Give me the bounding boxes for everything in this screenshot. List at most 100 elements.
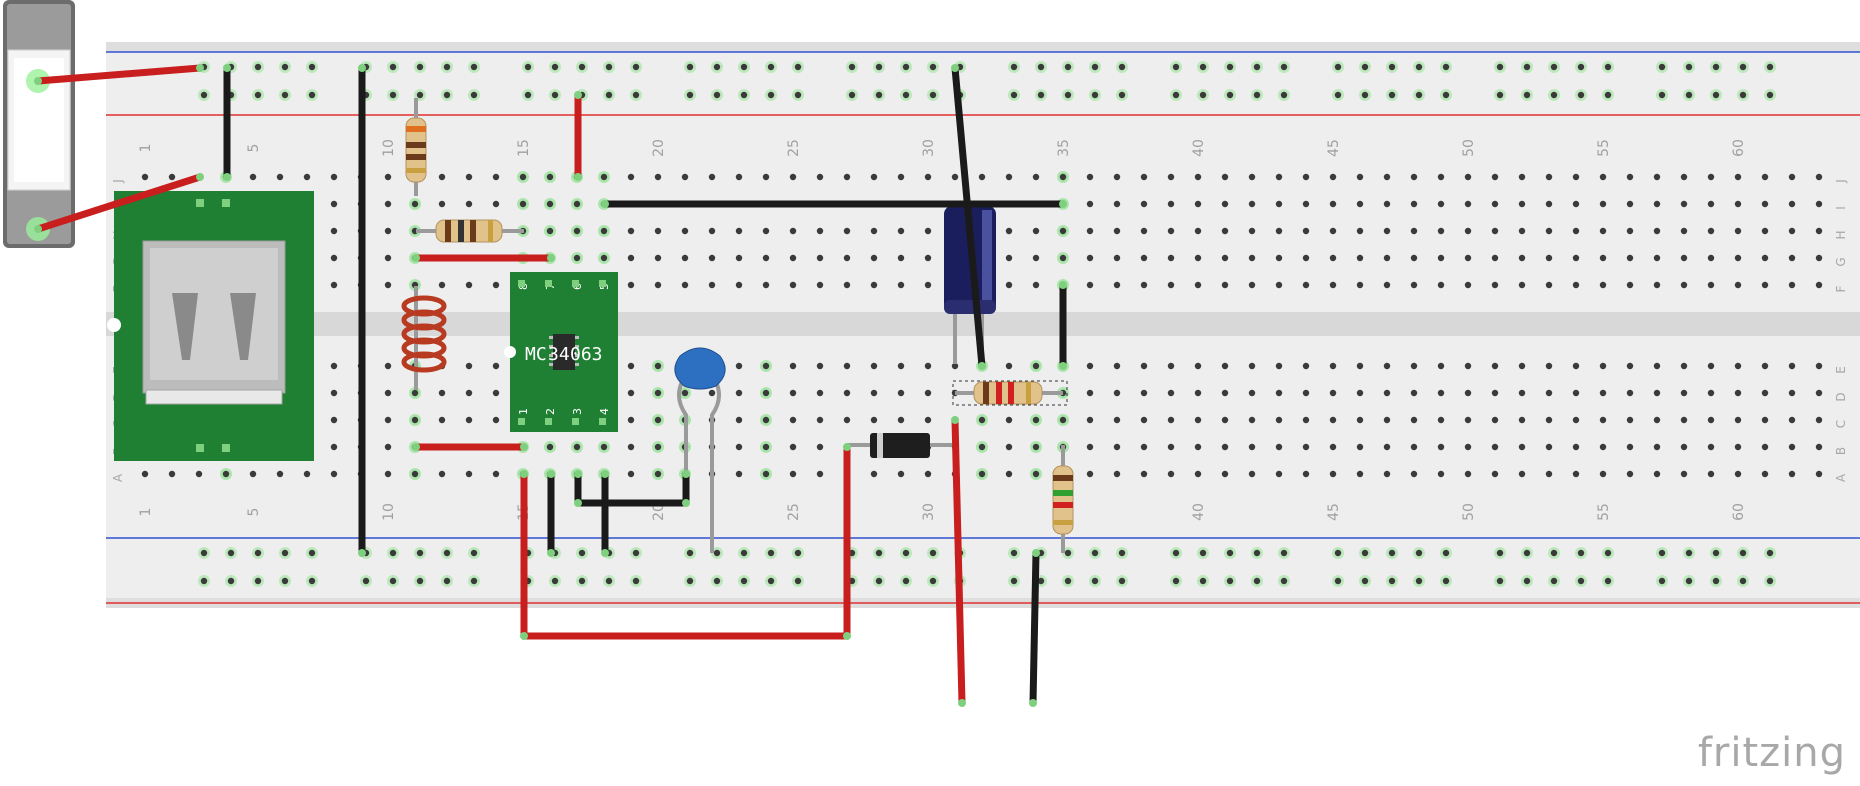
breadboard-hole <box>1707 281 1715 289</box>
rail-hole <box>281 63 289 71</box>
wire-red <box>520 443 851 640</box>
breadboard-hole <box>330 470 338 478</box>
breadboard-hole <box>465 362 473 370</box>
column-label: 20 <box>651 139 667 157</box>
rail-hole <box>1415 549 1423 557</box>
rail-hole <box>200 577 208 585</box>
column-label: 1 <box>138 144 154 153</box>
breadboard-hole <box>735 281 743 289</box>
breadboard-hole <box>1329 173 1337 181</box>
breadboard-hole <box>1194 227 1202 235</box>
breadboard-hole <box>1140 227 1148 235</box>
breadboard-hole <box>1572 416 1580 424</box>
breadboard-hole <box>1734 362 1742 370</box>
breadboard-hole <box>1437 281 1445 289</box>
usb-module[interactable] <box>107 191 314 461</box>
breadboard-hole <box>1572 389 1580 397</box>
breadboard-hole <box>492 173 500 181</box>
rail-hole <box>416 91 424 99</box>
breadboard-hole <box>1356 173 1364 181</box>
breadboard-hole <box>735 389 743 397</box>
breadboard-hole <box>654 389 662 397</box>
breadboard-hole <box>1383 470 1391 478</box>
breadboard-hole <box>1464 227 1472 235</box>
breadboard-hole <box>1437 362 1445 370</box>
rail-hole <box>1523 91 1531 99</box>
rail-hole <box>1712 577 1720 585</box>
resistor-r3[interactable] <box>952 380 1068 406</box>
fuse-holder[interactable] <box>3 0 75 248</box>
breadboard-hole <box>1599 389 1607 397</box>
rail-hole <box>1550 63 1558 71</box>
resistor-r1[interactable] <box>405 98 427 196</box>
wire-end <box>601 470 609 478</box>
breadboard-hole <box>1167 416 1175 424</box>
rail-hole <box>875 91 883 99</box>
wire-end <box>34 77 42 85</box>
resistor-r2[interactable] <box>416 219 524 243</box>
diode[interactable] <box>847 433 955 458</box>
column-label: 25 <box>786 139 802 157</box>
breadboard-hole <box>1059 173 1067 181</box>
rail-hole <box>902 577 910 585</box>
breadboard-hole <box>1302 200 1310 208</box>
inductor-coil[interactable] <box>401 286 447 390</box>
rail-hole <box>767 63 775 71</box>
breadboard-hole <box>1248 416 1256 424</box>
breadboard-hole <box>1545 254 1553 262</box>
rail-hole <box>308 91 316 99</box>
breadboard-hole <box>816 389 824 397</box>
rail-hole <box>794 549 802 557</box>
rail-hole <box>1172 577 1180 585</box>
breadboard-hole <box>1680 443 1688 451</box>
breadboard-hole <box>1167 173 1175 181</box>
breadboard-hole <box>1707 227 1715 235</box>
column-label: 50 <box>1461 139 1477 157</box>
breadboard-hole <box>1113 281 1121 289</box>
breadboard-hole <box>168 173 176 181</box>
breadboard-hole <box>546 200 554 208</box>
rail-hole <box>740 63 748 71</box>
wire-end <box>1059 362 1067 370</box>
rail-hole <box>1685 549 1693 557</box>
mc34063-ic[interactable]: MC 34 063 8 7 6 5 1 2 3 4 <box>504 272 618 432</box>
rail-hole <box>1037 577 1045 585</box>
breadboard-hole <box>1653 254 1661 262</box>
row-letter: D <box>1834 392 1848 401</box>
breadboard-hole <box>384 416 392 424</box>
breadboard-hole <box>1518 389 1526 397</box>
breadboard-hole <box>384 254 392 262</box>
breadboard-hole <box>1248 362 1256 370</box>
breadboard-hole <box>492 389 500 397</box>
breadboard-hole <box>1302 227 1310 235</box>
breadboard-hole <box>1788 470 1796 478</box>
breadboard-hole <box>249 470 257 478</box>
breadboard-hole <box>1491 389 1499 397</box>
rail-hole <box>416 549 424 557</box>
breadboard-hole <box>600 227 608 235</box>
breadboard-hole <box>1248 173 1256 181</box>
breadboard-hole <box>1140 443 1148 451</box>
rail-hole <box>1091 577 1099 585</box>
resistor-r4[interactable] <box>1052 445 1074 553</box>
breadboard-hole <box>1788 281 1796 289</box>
rail-hole <box>1415 63 1423 71</box>
breadboard-hole <box>438 173 446 181</box>
ceramic-capacitor[interactable] <box>674 347 726 553</box>
ic-pin-2: 2 <box>544 408 557 415</box>
breadboard-hole <box>1032 173 1040 181</box>
breadboard-hole <box>384 173 392 181</box>
breadboard-hole <box>1275 173 1283 181</box>
breadboard-hole <box>1518 200 1526 208</box>
breadboard-hole <box>1005 173 1013 181</box>
breadboard-hole <box>384 362 392 370</box>
rail-hole <box>551 577 559 585</box>
rail-hole <box>1388 63 1396 71</box>
breadboard-hole <box>1329 443 1337 451</box>
breadboard-hole <box>1788 362 1796 370</box>
breadboard-hole <box>1599 281 1607 289</box>
breadboard-hole <box>1491 416 1499 424</box>
breadboard-hole <box>384 281 392 289</box>
breadboard-hole <box>843 227 851 235</box>
